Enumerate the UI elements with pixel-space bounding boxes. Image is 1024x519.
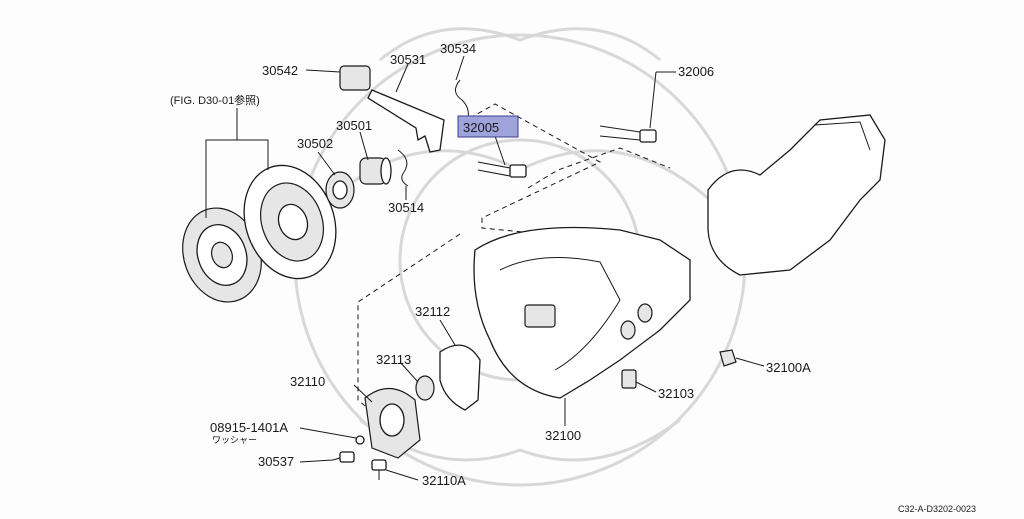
seal-32113 <box>415 375 435 401</box>
highlight-box <box>457 115 519 138</box>
part-label-32110[interactable]: 32110 <box>290 374 325 389</box>
lever-spring <box>455 79 469 119</box>
breather-32103 <box>621 369 637 389</box>
part-label-32100[interactable]: 32100 <box>545 428 581 443</box>
retainer-clip <box>397 149 409 187</box>
diagram-code: C32-A-D3202-0023 <box>898 504 976 514</box>
part-label-32110A[interactable]: 32110A <box>422 473 466 488</box>
part-label-30537[interactable]: 30537 <box>258 454 294 469</box>
part-label-30502[interactable]: 30502 <box>297 136 333 151</box>
part-label-08915-1401A[interactable]: 08915-1401A <box>210 420 288 435</box>
fig-bracket <box>205 108 269 218</box>
bolt-30537 <box>332 451 355 463</box>
part-label-32113[interactable]: 32113 <box>376 352 411 367</box>
part-label-30531[interactable]: 30531 <box>390 52 426 67</box>
part-label-30542[interactable]: 30542 <box>262 63 298 78</box>
bolt-32110A <box>371 459 387 480</box>
cover-32110 <box>364 387 421 459</box>
clutch-housing <box>473 226 691 399</box>
part-label-30534[interactable]: 30534 <box>440 41 476 56</box>
part-label-32103[interactable]: 32103 <box>658 386 694 401</box>
part-label-32005[interactable]: 32005 <box>463 120 499 135</box>
part-label-32100A[interactable]: 32100A <box>766 360 811 375</box>
part-label-30501[interactable]: 30501 <box>336 118 372 133</box>
plug-32100A <box>719 349 737 367</box>
transmission-case <box>707 114 886 276</box>
switch-32005 <box>477 161 527 178</box>
switch-32006 <box>599 125 657 143</box>
leader-lines <box>299 55 765 481</box>
part-label-32112[interactable]: 32112 <box>415 304 450 319</box>
bearing-sleeve <box>359 157 392 185</box>
pressure-plate <box>243 164 337 280</box>
plug-small <box>620 303 653 340</box>
part-sublabel-washer: ワッシャー <box>212 435 257 445</box>
washer <box>355 435 365 445</box>
release-bearing <box>325 171 355 209</box>
dust-boot <box>339 65 371 91</box>
part-label-32006[interactable]: 32006 <box>678 64 714 79</box>
gasket-32112 <box>439 344 481 411</box>
part-label-30514[interactable]: 30514 <box>388 200 424 215</box>
fig-reference-label: (FIG. D30-01参照) <box>170 93 260 107</box>
withdrawal-lever <box>339 65 445 153</box>
